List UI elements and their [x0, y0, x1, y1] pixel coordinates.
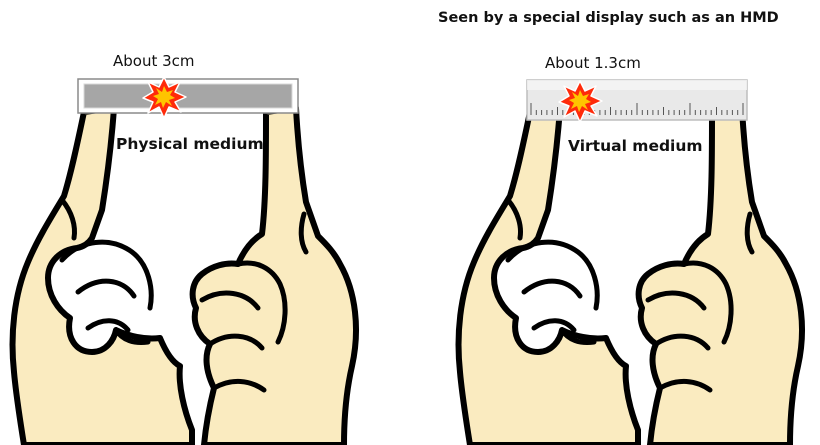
- right-hand-illustration: [193, 108, 356, 445]
- virtual-medium-label: Virtual medium: [568, 137, 703, 155]
- spark-burst-icon: [143, 77, 186, 118]
- physical-medium-label: Physical medium: [116, 135, 264, 153]
- left-hand-illustration: [13, 108, 192, 445]
- physical-panel: About 3cm Physical medium: [13, 52, 356, 445]
- physical-medium-fill: [84, 84, 292, 108]
- display-caption: Seen by a special display such as an HMD: [438, 10, 779, 26]
- virtual-panel: About 1.3cm Virtual medium: [459, 54, 802, 445]
- ruler-icon: [527, 80, 747, 120]
- right-hand-illustration: [639, 108, 802, 445]
- virtual-size-label: About 1.3cm: [545, 54, 641, 72]
- physical-size-label: About 3cm: [113, 52, 195, 70]
- spark-burst-icon: [559, 81, 602, 122]
- left-hand-illustration: [459, 108, 638, 445]
